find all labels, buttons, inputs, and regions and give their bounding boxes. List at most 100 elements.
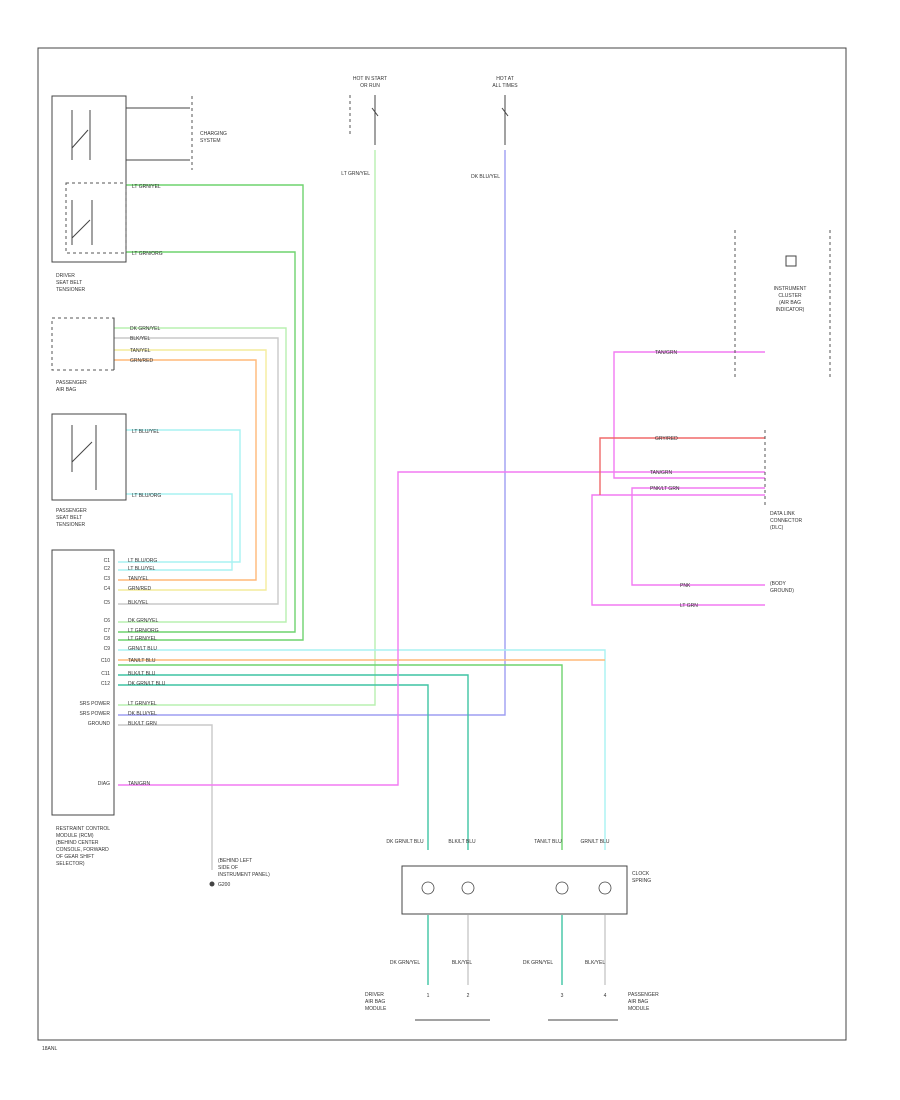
svg-text:BLK/LT GRN: BLK/LT GRN [128,721,157,727]
wire-label: LT GRN/YEL [132,184,161,190]
wire-label: BLK/YEL [585,960,606,966]
wire-label: TAN/GRN [655,350,678,356]
fuse-hot-in-start: HOT IN START OR RUN LT GRN/YEL [341,76,387,177]
wire-layer [114,150,765,985]
component-label: (BODY [770,581,787,587]
wire-label: DK GRN/YEL [523,960,554,966]
wire-teal-l [118,674,469,850]
wire-label: LT GRN/YEL [341,171,370,177]
svg-text:C7: C7 [104,628,111,634]
wire-red-e [599,437,765,495]
wire-label: DK GRN/YEL [390,960,421,966]
component-label: HOT IN START [353,76,387,82]
component-label: OF GEAR SHIFT [56,854,94,860]
wire-label: BLK/YEL [452,960,473,966]
driver-airbag-module: 1 2 DK GRN/YEL BLK/YEL DRIVER AIR BAG MO… [365,960,490,1021]
rcm-pin-labels: C1 C2 C3 C4 C5 C6 C7 C8 C9 C10 C11 C12 S… [79,558,110,787]
svg-text:C11: C11 [101,671,110,677]
wire-teal-m [118,684,429,850]
ground-point: G200 (BEHIND LEFT SIDE OF INSTRUMENT PAN… [209,858,270,888]
wire-label: LT GRN/ORG [132,251,163,257]
clock-spring: CLOCK SPRING DK GRN/LT BLU BLK/LT BLU TA… [386,839,651,915]
component-label: DRIVER [365,992,384,998]
component-label: HOT AT [496,76,514,82]
wire-label: PNK [680,583,691,589]
diagram-frame [37,47,847,1041]
component-label: INDICATOR) [776,307,805,313]
wire-magenta-d [591,494,765,606]
wire-magenta-b [613,351,765,479]
component-label: TENSIONER [56,287,86,293]
tensioner-box [51,413,127,501]
svg-text:GRN/RED: GRN/RED [128,586,151,592]
wire-green-k [118,664,563,850]
fuse-hot-at-all-times: HOT AT ALL TIMES DK BLU/YEL [471,76,518,180]
component-label: SEAT BELT [56,280,82,286]
svg-text:DIAG: DIAG [98,781,110,787]
component-label: (DLC) [770,525,784,531]
svg-text:LT GRN/YEL: LT GRN/YEL [128,636,157,642]
wire-label: LT BLU/YEL [132,429,160,435]
svg-text:C2: C2 [104,566,111,572]
wire-label: LT BLU/ORG [132,493,161,499]
wire-label: TAN/GRN [650,470,673,476]
svg-text:GROUND: GROUND [88,721,111,727]
svg-text:C3: C3 [104,576,111,582]
component-label: PASSENGER [628,992,659,998]
wire-gray-d [114,337,279,605]
wire-label: DK GRN/LT BLU [386,839,424,845]
wire-magenta-a [118,471,765,786]
pin-label: 4 [604,993,607,999]
component-label: CONSOLE, FORWARD [56,847,109,853]
wire-green-a [118,184,304,641]
svg-text:LT GRN/YEL: LT GRN/YEL [128,701,157,707]
wire-cyan-i [118,649,606,850]
wire-label: GRY/RED [655,436,678,442]
svg-text:C12: C12 [101,681,110,687]
svg-text:DK BLU/YEL: DK BLU/YEL [128,711,157,717]
wire-label: TAN/YEL [130,348,151,354]
component-label: MODULE [365,1006,387,1012]
component-label: AIR BAG [365,999,385,1005]
connector-icon [555,881,569,895]
component-label: PASSENGER [56,380,87,386]
tensioner-box [51,95,127,263]
svg-text:LT BLU/ORG: LT BLU/ORG [128,558,157,564]
component-label: TENSIONER [56,522,86,528]
wire-lgreen-c [114,327,287,623]
wire-label: GRN/LT BLU [581,839,610,845]
svg-text:BLK/YEL: BLK/YEL [128,600,149,606]
component-label: SYSTEM [200,138,221,144]
component-label: INSTRUMENT [774,286,807,292]
svg-text:DK GRN/YEL: DK GRN/YEL [128,618,159,624]
wire-label: BLK/YEL [130,336,151,342]
wire-label: PNK/LT GRN [650,486,680,492]
driver-seat-belt-tensioner: LT GRN/YEL LT GRN/ORG DRIVER SEAT BELT T… [51,95,163,293]
tensioner-inner-box [65,182,127,254]
component-label: CLOCK [632,871,650,877]
wire-blue-fuse [118,150,506,716]
svg-text:SRS POWER: SRS POWER [79,711,110,717]
svg-text:BLK/LT BLU: BLK/LT BLU [128,671,156,677]
component-label: GROUND) [770,588,794,594]
component-label: DRIVER [56,273,75,279]
switch-icon [71,425,97,490]
component-label: (BEHIND CENTER [56,840,99,846]
component-label: MODULE (RCM) [56,833,94,839]
component-label: CLUSTER [778,293,802,299]
svg-text:TAN/GRN: TAN/GRN [128,781,151,787]
wire-label: DK BLU/YEL [471,174,500,180]
wire-gray-ground [118,724,213,870]
data-link-connector: DATA LINK CONNECTOR (DLC) TAN/GRN PNK/LT… [650,430,803,531]
svg-text:C10: C10 [101,658,110,664]
pin-label: 1 [427,993,430,999]
wire-label: LT GRN [680,603,698,609]
ground-note: (BEHIND LEFT [218,858,252,864]
wire-label: DK GRN/YEL [130,326,161,332]
ground-label: G200 [218,882,230,888]
clock-spring-box [401,865,628,915]
connector-icon [421,881,435,895]
component-label: ALL TIMES [492,83,518,89]
component-label: SELECTOR) [56,861,85,867]
